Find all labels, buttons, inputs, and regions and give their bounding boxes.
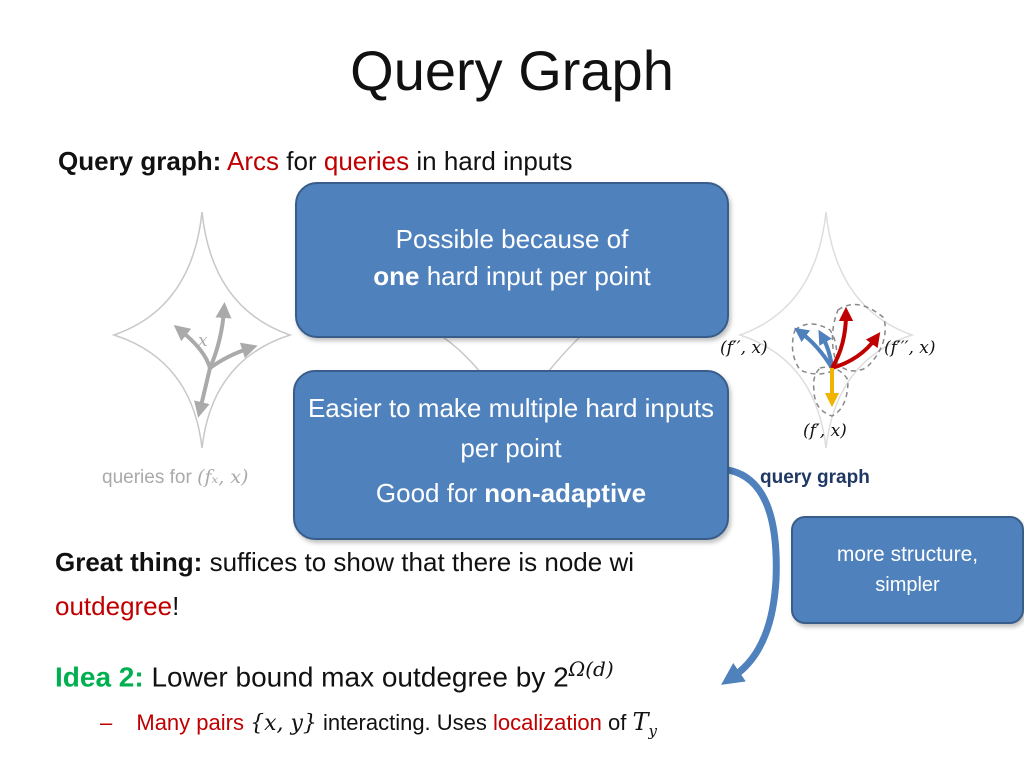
- queries-word: queries: [323, 146, 410, 176]
- idea-2-text: Lower bound max outdegree by 2: [151, 661, 569, 693]
- right-astroid-shape: [737, 211, 915, 449]
- query-graph-dashed-regions: [791, 303, 886, 417]
- query-graph-arrows: [794, 306, 881, 408]
- bullet-middle-text: interacting. Uses: [323, 710, 487, 735]
- right-figure-caption: query graph: [760, 467, 870, 488]
- outdegree-word: outdegree: [55, 591, 173, 621]
- definition-rest: in hard inputs: [416, 146, 573, 176]
- callout-top-line1: Possible because of: [395, 224, 629, 254]
- idea-2-label: Idea 2:: [55, 661, 144, 693]
- callout-mid-line1: Easier to make multiple hard inputs per …: [307, 393, 715, 463]
- many-pairs-text: Many pairs: [136, 710, 244, 735]
- non-adaptive-bold: non-adaptive: [484, 478, 647, 508]
- label-f2-x: (f′′, x): [720, 338, 768, 358]
- great-thing-line2: outdegree!: [55, 591, 179, 622]
- idea-2-exponent: Ω(d): [568, 657, 614, 681]
- bullet-dash: –: [100, 710, 113, 735]
- caption-math: (fₓ, x): [197, 466, 249, 488]
- label-f3-x: (f′′′, x): [884, 338, 936, 358]
- great-thing-text: suffices to show that there is node wi: [209, 547, 634, 577]
- t-math: Ty: [632, 708, 657, 740]
- of-word: of: [608, 710, 627, 735]
- curved-arrow-to-idea: [721, 466, 780, 685]
- great-thing-label: Great thing:: [55, 547, 203, 577]
- label-f1-x: (f′, x): [803, 421, 847, 441]
- middle-connector-lines: [439, 334, 583, 373]
- definition-label: Query graph:: [58, 146, 222, 176]
- pair-set-math: {x, y}: [250, 711, 317, 736]
- arcs-word: Arcs: [227, 146, 280, 176]
- t-letter: T: [632, 708, 649, 736]
- for-word: for: [286, 146, 317, 176]
- callout-right-line1: more structure,: [836, 543, 979, 566]
- exclamation: !: [172, 591, 180, 621]
- left-astroid-shape: [111, 211, 293, 449]
- callout-top-line2-rest: hard input per point: [426, 261, 651, 291]
- query-graph-definition: Query graph: Arcs for queries in hard in…: [58, 146, 572, 177]
- left-figure-caption: queries for (fₓ, x): [102, 466, 248, 489]
- slide-title: Query Graph: [350, 39, 674, 102]
- callout-right-line2: simpler: [875, 574, 940, 596]
- one-bold: one: [373, 261, 420, 291]
- bullet-many-pairs: – Many pairs {x, y} interacting. Uses lo…: [100, 708, 657, 740]
- great-thing-line: Great thing: suffices to show that there…: [55, 547, 634, 578]
- callout-more-structure: more structure, simpler: [791, 516, 1024, 624]
- callout-mid-line3: Good for non-adaptive: [295, 478, 727, 509]
- t-subscript: y: [648, 721, 657, 740]
- callout-one-hard-input: Possible because of one hard input per p…: [295, 182, 729, 338]
- caption-text: queries for: [102, 467, 192, 488]
- callout-multiple-hard-inputs: Easier to make multiple hard inputs per …: [293, 370, 729, 540]
- idea-2-line: Idea 2: Lower bound max outdegree by 2Ω(…: [55, 657, 614, 693]
- good-for-text: Good for: [375, 478, 478, 508]
- left-query-arrows: [173, 302, 258, 418]
- localization-word: localization: [493, 710, 602, 735]
- callout-top-line2: one hard input per point: [297, 261, 727, 292]
- left-x-label: x: [198, 331, 208, 351]
